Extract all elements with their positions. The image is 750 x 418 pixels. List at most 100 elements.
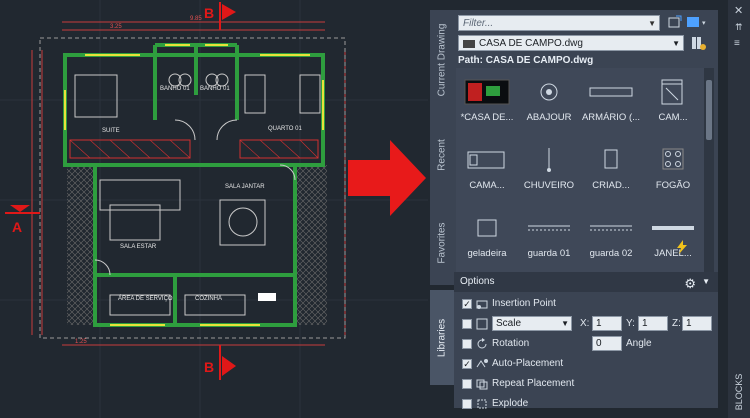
file-selector[interactable]: CASA DE CAMPO.dwg ▼: [458, 35, 684, 51]
cabinet-icon: [589, 87, 633, 97]
repeat-placement-checkbox[interactable]: [462, 379, 472, 389]
palette-title: BLOCKS: [734, 373, 744, 411]
room-label-banho-1: BANHO 01: [160, 86, 190, 92]
tab-recent[interactable]: Recent: [430, 110, 454, 200]
close-icon[interactable]: ✕: [734, 5, 744, 17]
block-item[interactable]: CHUVEIRO: [518, 136, 580, 200]
block-label: guarda 01: [527, 248, 571, 259]
options-header[interactable]: Options ⚙ ▼: [454, 272, 718, 292]
properties-icon[interactable]: ≡: [734, 38, 740, 49]
chevron-down-icon: ▼: [561, 319, 569, 328]
thumbnail-view-icon[interactable]: ▾: [686, 15, 708, 29]
chevron-down-icon[interactable]: ▼: [702, 277, 710, 286]
pin-icon[interactable]: ⇈: [735, 22, 743, 32]
block-item[interactable]: CRIAD...: [580, 136, 642, 200]
rotation-checkbox[interactable]: [462, 339, 472, 349]
block-item[interactable]: geladeira: [456, 204, 518, 268]
chevron-down-icon[interactable]: ▼: [672, 39, 680, 48]
block-item[interactable]: guarda 01: [518, 204, 580, 268]
block-item[interactable]: guarda 02: [580, 204, 642, 268]
fridge-icon: [477, 219, 497, 237]
option-scale: Scale▼ X: 1 Y: 1 Z: 1: [454, 314, 718, 334]
insert-icon[interactable]: [668, 15, 682, 29]
z-label: Z:: [672, 318, 681, 329]
block-item[interactable]: FOGÃO: [642, 136, 704, 200]
scale-z-input[interactable]: 1: [682, 316, 712, 331]
railing-icon: [528, 225, 570, 231]
room-label-suite: SUITE: [102, 128, 120, 134]
rotation-input[interactable]: 0: [592, 336, 622, 351]
y-label: Y:: [626, 318, 635, 329]
room-label-sala-jantar: SALA JANTAR: [225, 184, 265, 190]
block-item[interactable]: ARMÁRIO (...: [580, 68, 642, 132]
scale-icon: [476, 318, 488, 330]
gear-icon[interactable]: ⚙: [684, 276, 696, 291]
lightning-icon: [677, 240, 687, 254]
angle-label: Angle: [626, 338, 652, 349]
block-item[interactable]: *CASA DE...: [456, 68, 518, 132]
room-label-banho-2: BANHO 01: [200, 86, 230, 92]
palette-titlebar: ✕ ⇈ ≡ BLOCKS: [728, 0, 750, 418]
room-label-quarto: QUARTO 01: [268, 126, 302, 132]
block-label: CAMA...: [469, 180, 505, 191]
tab-current-drawing[interactable]: Current Drawing: [430, 10, 454, 110]
railing-icon: [590, 225, 632, 231]
shower-icon: [547, 148, 551, 172]
scale-select[interactable]: Scale▼: [492, 316, 572, 331]
tab-favorites[interactable]: Favorites: [430, 200, 454, 285]
auto-placement-checkbox[interactable]: ✓: [462, 359, 472, 369]
lamp-icon: [540, 83, 558, 101]
insertion-point-checkbox[interactable]: ✓: [462, 299, 472, 309]
block-label: CRIAD...: [592, 180, 630, 191]
block-grid: *CASA DE... ABAJOUR ARMÁRIO (... CAM... CAMA…: [456, 68, 704, 272]
block-label: *CASA DE...: [460, 112, 514, 123]
scale-x-input[interactable]: 1: [592, 316, 622, 331]
block-label: FOGÃO: [655, 180, 691, 191]
tab-libraries[interactable]: Libraries: [430, 290, 454, 385]
scale-checkbox[interactable]: [462, 319, 472, 329]
explode-checkbox[interactable]: [462, 399, 472, 409]
block-label: ABAJOUR: [526, 112, 572, 123]
block-label: guarda 02: [589, 248, 633, 259]
filter-input[interactable]: Filter... ▼: [458, 15, 660, 31]
block-label: JANEL...: [654, 248, 692, 259]
auto-placement-icon: [476, 359, 488, 368]
repeat-placement-icon: [476, 379, 488, 390]
scrollbar-thumb[interactable]: [706, 80, 712, 140]
path-label: Path: CASA DE CAMPO.dwg: [458, 55, 594, 66]
block-item[interactable]: CAMA...: [456, 136, 518, 200]
dim-top-total: 9.85: [190, 16, 202, 22]
svg-text:▾: ▾: [702, 20, 706, 27]
block-item[interactable]: CAM...: [642, 68, 704, 132]
block-label: ARMÁRIO (...: [581, 112, 641, 123]
block-label: geladeira: [467, 248, 507, 259]
bed-icon: [661, 79, 683, 105]
option-repeat-placement: Repeat Placement: [454, 374, 718, 394]
arrow-icon: [348, 140, 426, 216]
nightstand-icon: [604, 149, 618, 169]
room-label-cozinha: COZINHA: [195, 296, 222, 302]
drawing-thumbnail: [464, 79, 510, 105]
option-explode: Explode: [454, 394, 718, 414]
block-item[interactable]: JANEL...: [642, 204, 704, 268]
chevron-down-icon[interactable]: ▼: [648, 19, 656, 28]
scrollbar[interactable]: [704, 68, 714, 272]
window-icon: [652, 226, 694, 230]
dim-bottom: 1.25: [75, 339, 87, 345]
rotation-icon: [477, 338, 487, 349]
section-mark-left: A: [12, 219, 22, 235]
folder-icon: [463, 40, 475, 48]
dim-top: 3.25: [110, 24, 122, 30]
browse-library-icon[interactable]: [690, 35, 706, 51]
x-label: X:: [580, 318, 590, 329]
explode-icon: [477, 399, 487, 409]
section-mark-top: B: [204, 5, 214, 21]
section-mark-bottom: B: [204, 359, 214, 375]
option-auto-placement: ✓ Auto-Placement: [462, 358, 564, 369]
block-label: CHUVEIRO: [523, 180, 575, 191]
scale-y-input[interactable]: 1: [638, 316, 668, 331]
block-label: CAM...: [658, 112, 688, 123]
stove-icon: [662, 148, 684, 170]
block-item[interactable]: ABAJOUR: [518, 68, 580, 132]
bed-single-icon: [467, 151, 505, 169]
